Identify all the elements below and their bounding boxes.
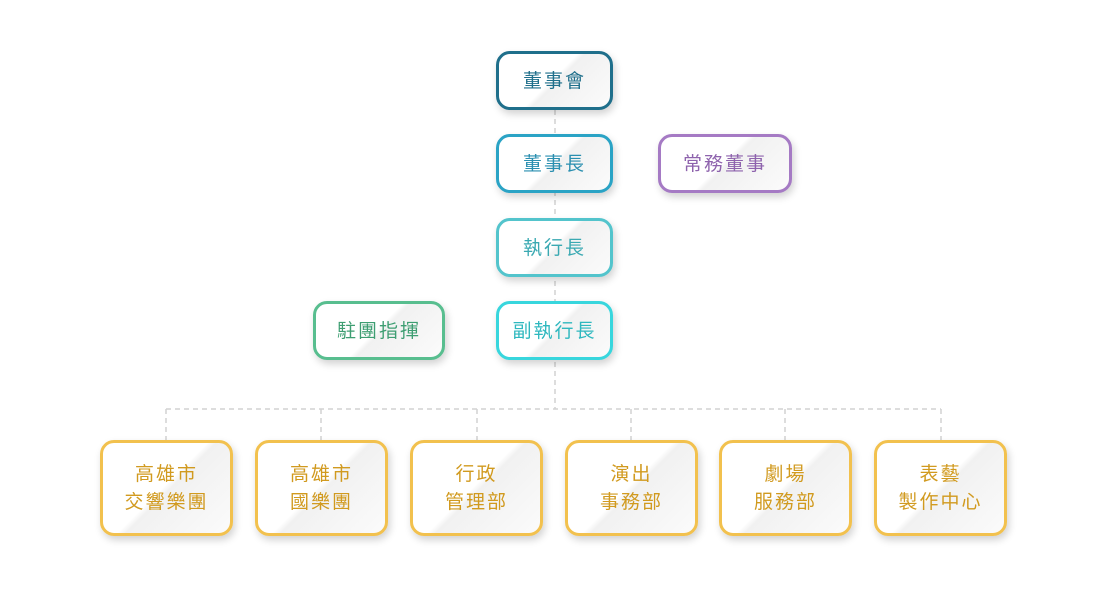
node-board-label: 董事會 [522, 69, 586, 92]
department-3-line-1: 行政 [455, 463, 498, 485]
node-chairman: 董事長 [496, 134, 613, 193]
department-6-line-2: 製作中心 [898, 491, 983, 513]
node-ceo-label: 執行長 [522, 236, 586, 259]
department-4-line-1: 演出 [610, 463, 653, 485]
department-1-line-1: 高雄市 [134, 463, 198, 485]
department-5-line-1: 劇場 [764, 463, 807, 485]
department-6-line-1: 表藝 [919, 463, 962, 485]
node-department-1: 高雄市 交響樂團 [100, 440, 233, 536]
department-4-line-2: 事務部 [599, 491, 663, 513]
node-department-6: 表藝 製作中心 [874, 440, 1007, 536]
node-ceo: 執行長 [496, 218, 613, 277]
department-1-line-2: 交響樂團 [124, 491, 209, 513]
node-executive-director-label: 常務董事 [682, 152, 767, 175]
node-department-2: 高雄市 國樂團 [255, 440, 388, 536]
node-board: 董事會 [496, 51, 613, 110]
department-2-line-2: 國樂團 [289, 491, 353, 513]
node-department-3: 行政 管理部 [410, 440, 543, 536]
department-2-line-1: 高雄市 [289, 463, 353, 485]
node-department-4: 演出 事務部 [565, 440, 698, 536]
node-resident-conductor: 駐團指揮 [313, 301, 445, 360]
department-3-line-2: 管理部 [444, 491, 508, 513]
node-deputy-ceo: 副執行長 [496, 301, 613, 360]
node-executive-director: 常務董事 [658, 134, 792, 193]
department-5-line-2: 服務部 [753, 491, 817, 513]
node-chairman-label: 董事長 [522, 152, 586, 175]
node-department-5: 劇場 服務部 [719, 440, 852, 536]
node-resident-conductor-label: 駐團指揮 [336, 319, 421, 342]
node-deputy-ceo-label: 副執行長 [512, 319, 597, 342]
